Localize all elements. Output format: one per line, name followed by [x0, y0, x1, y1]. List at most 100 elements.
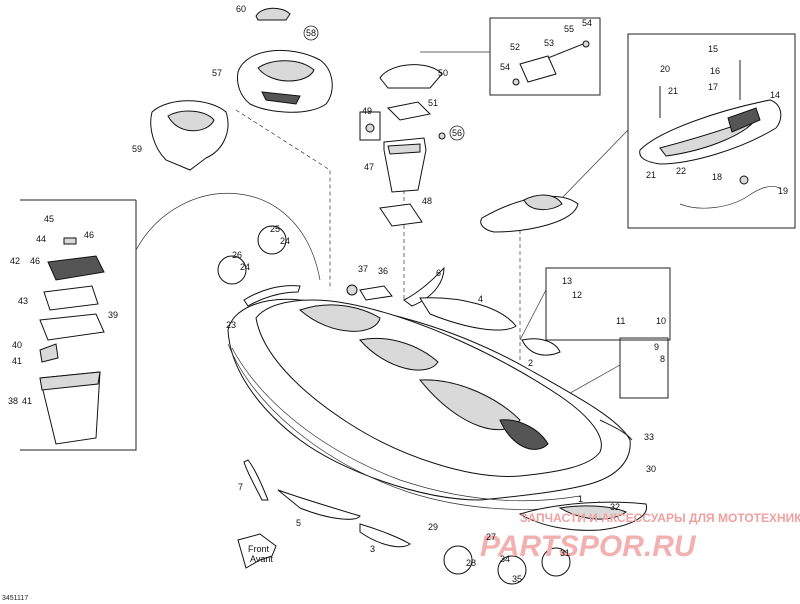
callout-42: 42	[10, 256, 20, 266]
callout-44: 44	[36, 234, 46, 244]
callout-31: 31	[560, 548, 570, 558]
callout-46a: 46	[84, 230, 94, 240]
fastener-inset-25	[257, 225, 287, 255]
callout-text-41a: 41	[12, 356, 22, 366]
callout-54a: 54	[500, 62, 510, 72]
callout-text-56: 56	[452, 128, 462, 138]
part-59-bracket-face	[167, 110, 215, 132]
callout-51: 51	[428, 98, 438, 108]
leader-latch-group	[519, 289, 547, 341]
part-48-bin-seal	[379, 203, 423, 227]
part-36-pad	[359, 285, 393, 301]
callout-50: 50	[438, 68, 448, 78]
part-39-gasket	[39, 313, 105, 341]
callout-49: 49	[362, 106, 372, 116]
callout-56: 56	[449, 125, 465, 141]
part-30-rail	[599, 419, 633, 441]
callout-53: 53	[544, 38, 554, 48]
callout-text-21b: 21	[646, 170, 656, 180]
callout-text-22: 22	[676, 166, 686, 176]
callout-18: 18	[712, 172, 722, 182]
callout-22: 22	[676, 166, 686, 176]
callout-4: 4	[478, 294, 483, 304]
part-5-side-strip	[277, 489, 361, 520]
callout-text-3: 3	[370, 544, 375, 554]
part-60-cap	[255, 7, 291, 21]
part-1-front-storage-opening	[299, 304, 381, 332]
callout-35: 35	[512, 574, 522, 584]
callout-text-27: 27	[486, 532, 496, 542]
group-box-front-storage-bin	[20, 200, 137, 451]
callout-16: 16	[710, 66, 720, 76]
fastener-inset-28	[443, 545, 473, 575]
callout-text-58: 58	[306, 28, 316, 38]
callout-46b: 46	[30, 256, 40, 266]
callout-60: 60	[236, 4, 246, 14]
callout-text-53: 53	[544, 38, 554, 48]
leader-front-storage	[135, 193, 321, 281]
front-direction-arrow	[237, 533, 277, 569]
part-18-clip	[739, 175, 749, 185]
callout-text-39: 39	[108, 310, 118, 320]
callout-6: 6	[436, 268, 441, 278]
callout-43: 43	[18, 296, 28, 306]
callout-text-54a: 54	[500, 62, 510, 72]
group-box-latch-assembly	[545, 267, 671, 341]
callout-text-45: 45	[44, 214, 54, 224]
callout-text-50: 50	[438, 68, 448, 78]
part-1-hull-rubrail	[231, 347, 581, 502]
part-14-handle-grip	[727, 107, 761, 133]
fastener-inset-26	[217, 255, 247, 285]
part-1-rear-deck-detail	[499, 419, 549, 450]
callout-text-17: 17	[708, 82, 718, 92]
part-2-footrest-panel	[521, 338, 561, 356]
callout-2: 2	[528, 358, 533, 368]
callout-text-18: 18	[712, 172, 722, 182]
callout-20: 20	[660, 64, 670, 74]
leader-14-group	[559, 129, 629, 201]
part-54-screw-a	[512, 78, 520, 86]
part-14-grab-handle	[639, 99, 782, 165]
callout-text-9: 9	[654, 342, 659, 352]
callout-47: 47	[364, 162, 374, 172]
part-37-fitting	[346, 284, 358, 296]
callout-45: 45	[44, 214, 54, 224]
callout-17: 17	[708, 82, 718, 92]
callout-text-31: 31	[560, 548, 570, 558]
callout-text-13: 13	[562, 276, 572, 286]
callout-11: 11	[616, 316, 625, 326]
callout-10: 10	[656, 316, 666, 326]
part-52-latch-plate	[519, 55, 557, 83]
callout-text-37: 37	[358, 264, 368, 274]
callout-27: 27	[486, 532, 496, 542]
callout-text-19: 19	[778, 186, 788, 196]
callout-text-36: 36	[378, 266, 388, 276]
callout-text-25: 25	[270, 224, 280, 234]
callout-55: 55	[564, 24, 574, 34]
part-32-panel-detail	[558, 505, 628, 520]
callout-52: 52	[510, 42, 520, 52]
part-40-bracket	[39, 343, 59, 363]
callout-3: 3	[370, 544, 375, 554]
part-57-hood-recess	[257, 60, 315, 82]
callout-text-12: 12	[572, 290, 582, 300]
callout-text-14: 14	[770, 90, 780, 100]
callout-text-4: 4	[478, 294, 483, 304]
callout-39: 39	[108, 310, 118, 320]
watermark-line-1: ЗАПЧАСТИ И АКСЕССУАРЫ ДЛЯ МОТОТЕХНИКИ	[520, 511, 800, 525]
callout-text-21a: 21	[668, 86, 678, 96]
callout-text-24a: 24	[280, 236, 290, 246]
callout-13: 13	[562, 276, 572, 286]
callout-28: 28	[466, 558, 476, 568]
callout-text-57: 57	[212, 68, 222, 78]
callout-38: 38	[8, 396, 18, 406]
part-1-seat-area	[418, 379, 521, 431]
part-38-bin-rim	[39, 371, 101, 391]
callout-48: 48	[422, 196, 432, 206]
part-43-seal	[43, 285, 99, 311]
callout-54b: 54	[582, 18, 592, 28]
callout-text-11: 11	[616, 316, 625, 326]
fastener-inset-31	[541, 547, 571, 577]
